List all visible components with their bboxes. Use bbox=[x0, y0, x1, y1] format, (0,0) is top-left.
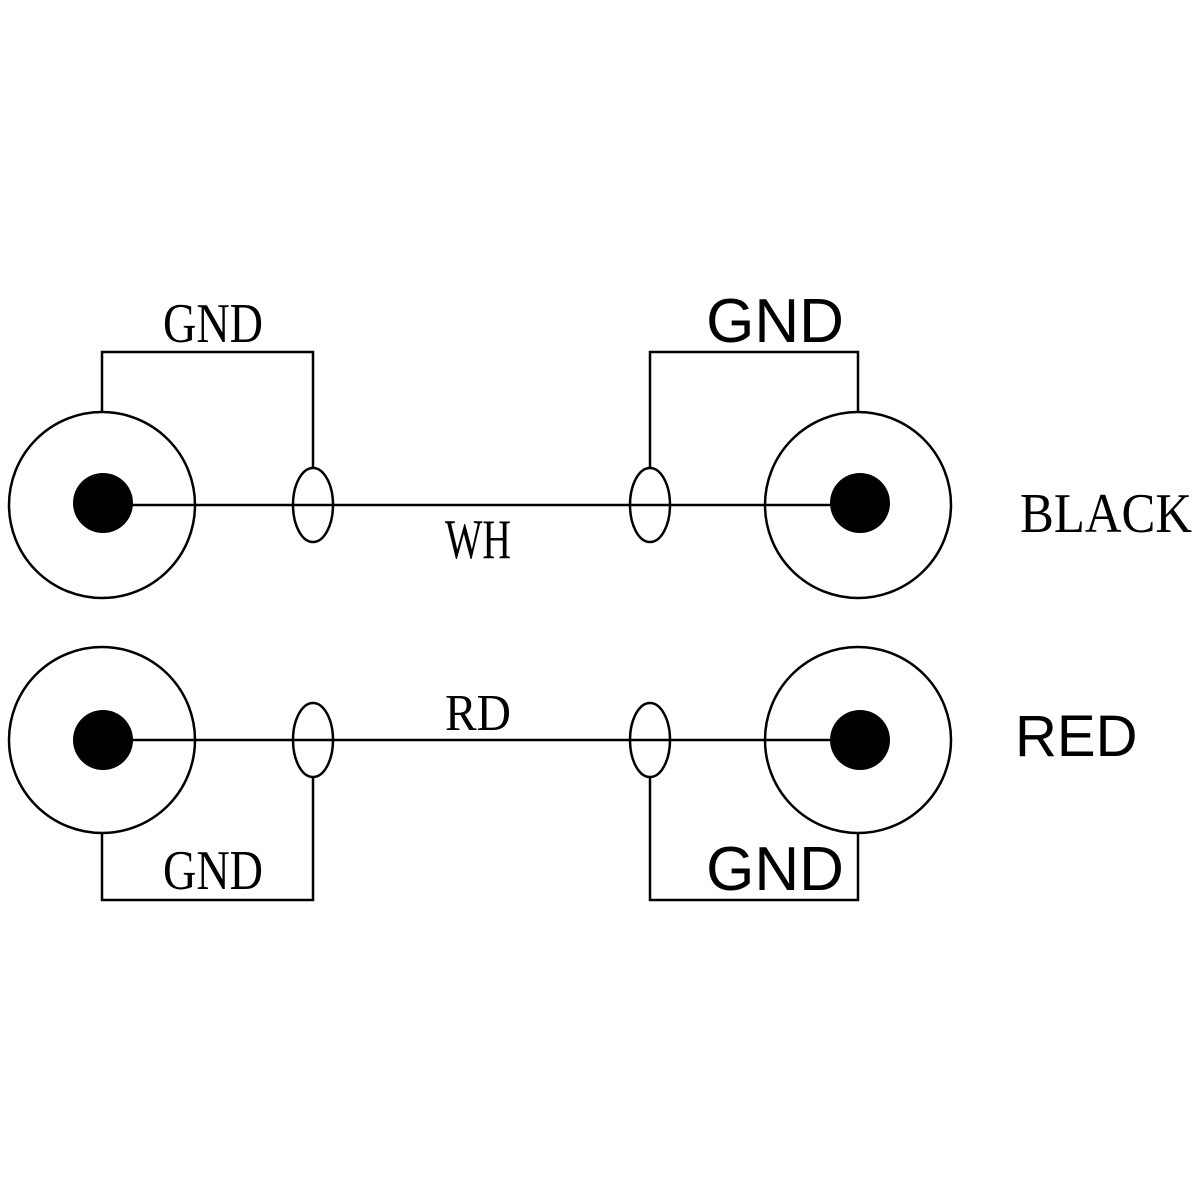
top-cable: GND GND WH BLACK bbox=[7, 287, 1192, 600]
top-wire-color-label: WH bbox=[445, 509, 511, 571]
bottom-right-gnd-label: GND bbox=[706, 835, 844, 904]
bottom-left-gnd-label: GND bbox=[163, 840, 263, 902]
top-right-connector-pin bbox=[830, 473, 890, 533]
top-left-ground-wire bbox=[100, 350, 315, 468]
top-right-shield-ellipse bbox=[628, 466, 672, 544]
bottom-left-ground-wire bbox=[100, 776, 315, 902]
bottom-wire-color-label: RD bbox=[445, 685, 511, 742]
top-left-gnd-label: GND bbox=[163, 293, 263, 355]
bottom-right-ground-wire bbox=[648, 776, 860, 902]
bottom-left-shield-ellipse bbox=[291, 701, 335, 779]
bottom-right-shield-ellipse bbox=[628, 701, 672, 779]
top-left-connector-pin bbox=[73, 473, 133, 533]
bottom-cable-color-label: RED bbox=[1015, 704, 1137, 769]
top-left-shield-ellipse bbox=[291, 466, 335, 544]
top-right-ground-wire bbox=[648, 350, 860, 468]
bottom-cable: GND GND RD RED bbox=[7, 645, 1137, 904]
top-right-gnd-label: GND bbox=[706, 287, 844, 356]
top-cable-color-label: BLACK bbox=[1020, 483, 1192, 545]
